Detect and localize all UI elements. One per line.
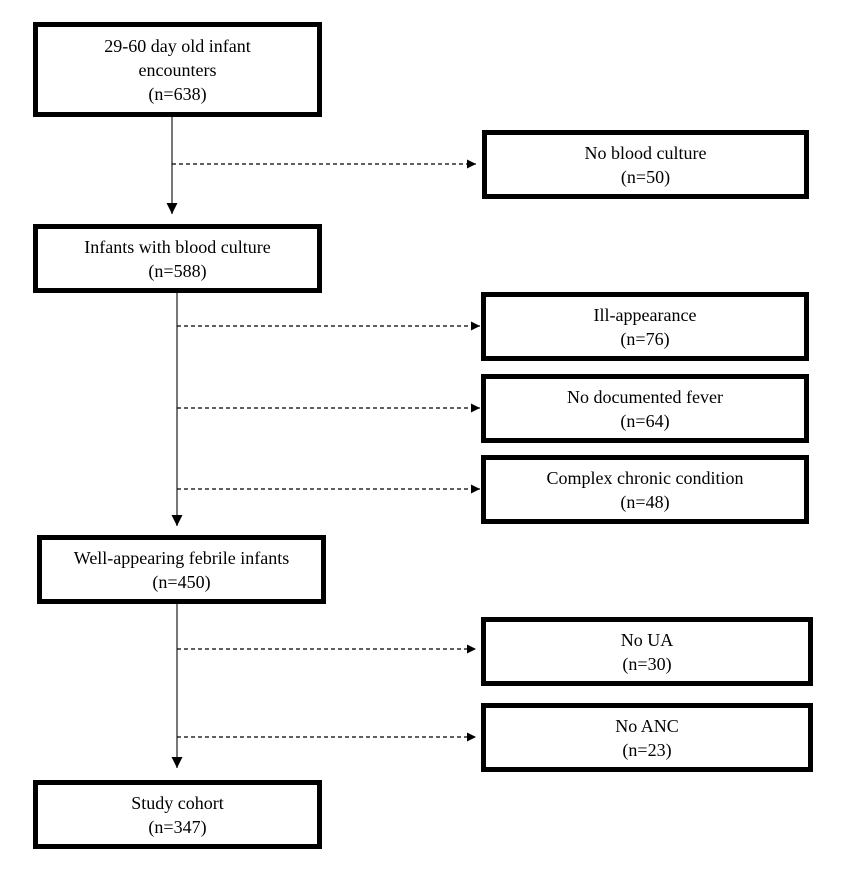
box-encounters: 29-60 day old infant encounters (n=638) xyxy=(33,22,322,117)
exclusion-no-blood-culture-count: (n=50) xyxy=(620,166,671,187)
exclusion-no-anc-count: (n=23) xyxy=(622,739,672,760)
box-study-cohort: Study cohort (n=347) xyxy=(33,780,322,849)
box-study-cohort-count: (n=347) xyxy=(148,816,207,837)
exclusion-no-blood-culture-label: No blood culture xyxy=(584,142,707,163)
exclusion-ill-appearance-label: Ill-appearance xyxy=(593,304,697,325)
box-encounters-line1: 29-60 day old infant xyxy=(104,35,251,56)
exclusion-no-ua-count: (n=30) xyxy=(622,653,672,674)
box-well-appearing-count: (n=450) xyxy=(152,571,211,592)
box-encounters-line2: encounters xyxy=(138,59,217,80)
exclusion-no-documented-fever-count: (n=64) xyxy=(620,410,670,431)
box-blood-culture-count: (n=588) xyxy=(148,260,207,281)
box-encounters-count: (n=638) xyxy=(148,83,207,104)
box-study-cohort-label: Study cohort xyxy=(131,792,224,813)
exclusion-no-blood-culture: No blood culture (n=50) xyxy=(482,130,809,199)
exclusion-complex-chronic-condition-label: Complex chronic condition xyxy=(546,467,744,488)
exclusion-no-documented-fever-label: No documented fever xyxy=(567,386,723,407)
exclusion-no-documented-fever: No documented fever (n=64) xyxy=(481,374,809,443)
box-blood-culture: Infants with blood culture (n=588) xyxy=(33,224,322,293)
exclusion-no-anc-label: No ANC xyxy=(615,715,679,736)
exclusion-complex-chronic-condition-count: (n=48) xyxy=(620,491,670,512)
box-well-appearing-label: Well-appearing febrile infants xyxy=(73,547,290,568)
exclusion-ill-appearance: Ill-appearance (n=76) xyxy=(481,292,809,361)
exclusion-complex-chronic-condition: Complex chronic condition (n=48) xyxy=(481,455,809,524)
exclusion-no-ua: No UA (n=30) xyxy=(481,617,813,686)
exclusion-no-ua-label: No UA xyxy=(620,629,674,650)
box-blood-culture-label: Infants with blood culture xyxy=(84,236,271,257)
box-well-appearing: Well-appearing febrile infants (n=450) xyxy=(37,535,326,604)
exclusion-ill-appearance-count: (n=76) xyxy=(620,328,670,349)
exclusion-no-anc: No ANC (n=23) xyxy=(481,703,813,772)
